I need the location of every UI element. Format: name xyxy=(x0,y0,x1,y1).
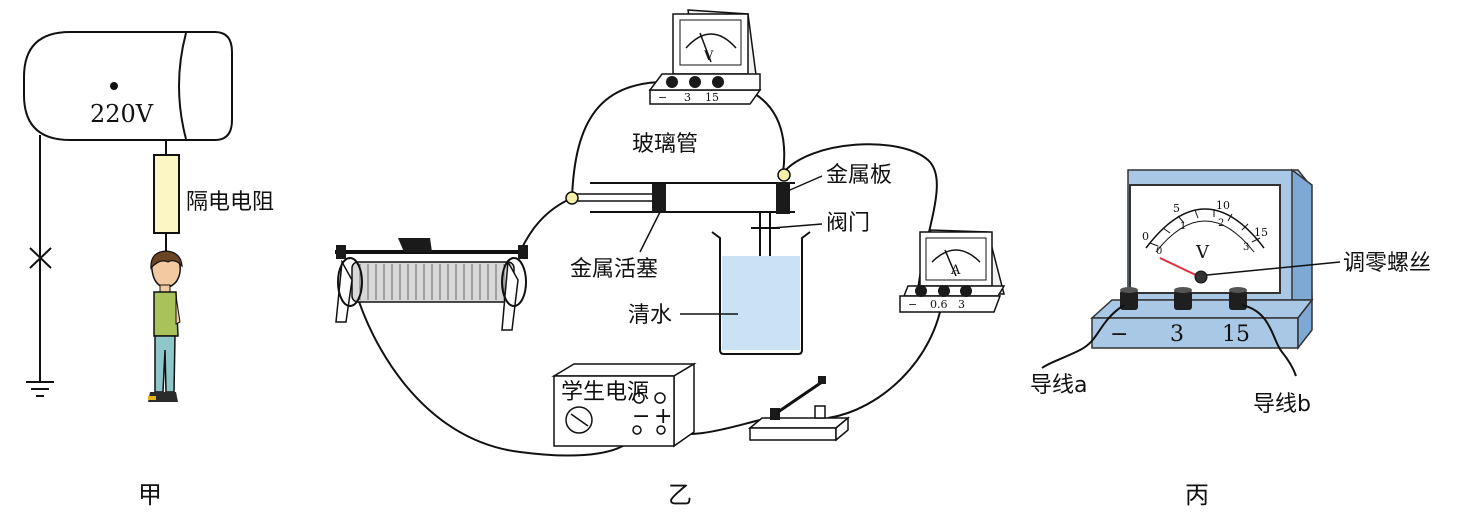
ground-symbol xyxy=(26,381,54,397)
ammeter: A − 0.6 3 xyxy=(899,229,1006,313)
ammeter-terminal-0-6: 0.6 xyxy=(930,298,948,311)
scale-inner-3: 3 xyxy=(1243,242,1249,253)
person xyxy=(148,250,183,402)
scale-outer-5: 5 xyxy=(1173,202,1180,215)
metal-plate-label: 金属板 xyxy=(826,163,892,188)
metal-plate xyxy=(776,182,790,214)
glass-tube-label: 玻璃管 xyxy=(632,132,698,157)
caption-jia: 甲 xyxy=(138,481,162,509)
terminal-3-label: 3 xyxy=(1170,322,1184,347)
glass-tube xyxy=(565,168,795,292)
beaker xyxy=(711,231,811,355)
ammeter-terminal-minus: − xyxy=(908,298,917,311)
power-minus-label: − xyxy=(632,404,650,429)
indicator-dot xyxy=(110,82,118,90)
resistor-label: 隔电电阻 xyxy=(186,190,274,215)
scale-inner-2: 2 xyxy=(1218,218,1224,229)
voltage-label: 220V xyxy=(90,100,154,128)
voltmeter-top-symbol: V xyxy=(703,49,714,64)
zero-screw xyxy=(1194,270,1208,284)
knife-switch xyxy=(747,376,851,442)
voltmeter-large: 0 5 10 15 0 1 2 3 V − 3 xyxy=(1090,168,1314,351)
rheostat xyxy=(335,238,528,331)
wire-b-label: 导线b xyxy=(1253,392,1311,417)
terminal-minus-label: − xyxy=(1110,322,1128,347)
scale-outer-10: 10 xyxy=(1216,199,1230,212)
water-label: 清水 xyxy=(628,303,672,328)
panel-jia: 220V 隔电电阻 甲 xyxy=(23,31,274,509)
zero-screw-label: 调零螺丝 xyxy=(1343,251,1431,276)
metal-piston-label: 金属活塞 xyxy=(570,257,658,282)
terminal-posts xyxy=(1120,287,1247,310)
meter-symbol: V xyxy=(1195,242,1210,263)
ammeter-terminal-3: 3 xyxy=(958,298,965,311)
water-heater: 220V xyxy=(23,31,233,141)
scale-inner-1: 1 xyxy=(1180,221,1186,232)
panel-bing: 0 5 10 15 0 1 2 3 V − 3 xyxy=(1030,168,1431,509)
metal-piston xyxy=(652,184,666,212)
ammeter-symbol: A xyxy=(950,263,961,278)
wire-a-label: 导线a xyxy=(1030,373,1087,398)
panel-yi: V − 3 15 玻璃管 金属板 阀门 金属活塞 xyxy=(335,9,1006,509)
isolation-resistor xyxy=(153,154,180,234)
scale-outer-15: 15 xyxy=(1254,226,1268,239)
power-supply: 学生电源 − + xyxy=(551,362,697,448)
cross-mark xyxy=(29,247,52,269)
voltmeter-top-terminal-3: 3 xyxy=(684,91,691,104)
voltmeter-top-terminal-minus: − xyxy=(658,91,667,104)
scale-outer-0: 0 xyxy=(1142,230,1149,243)
power-plus-label: + xyxy=(654,404,672,429)
terminal-15-label: 15 xyxy=(1222,322,1250,347)
valve-label: 阀门 xyxy=(826,211,870,236)
caption-yi: 乙 xyxy=(668,481,692,509)
scale-inner-0: 0 xyxy=(1156,246,1162,257)
voltmeter-top: V − 3 15 xyxy=(648,9,762,105)
voltmeter-top-terminal-15: 15 xyxy=(705,91,719,104)
caption-bing: 丙 xyxy=(1185,481,1209,509)
